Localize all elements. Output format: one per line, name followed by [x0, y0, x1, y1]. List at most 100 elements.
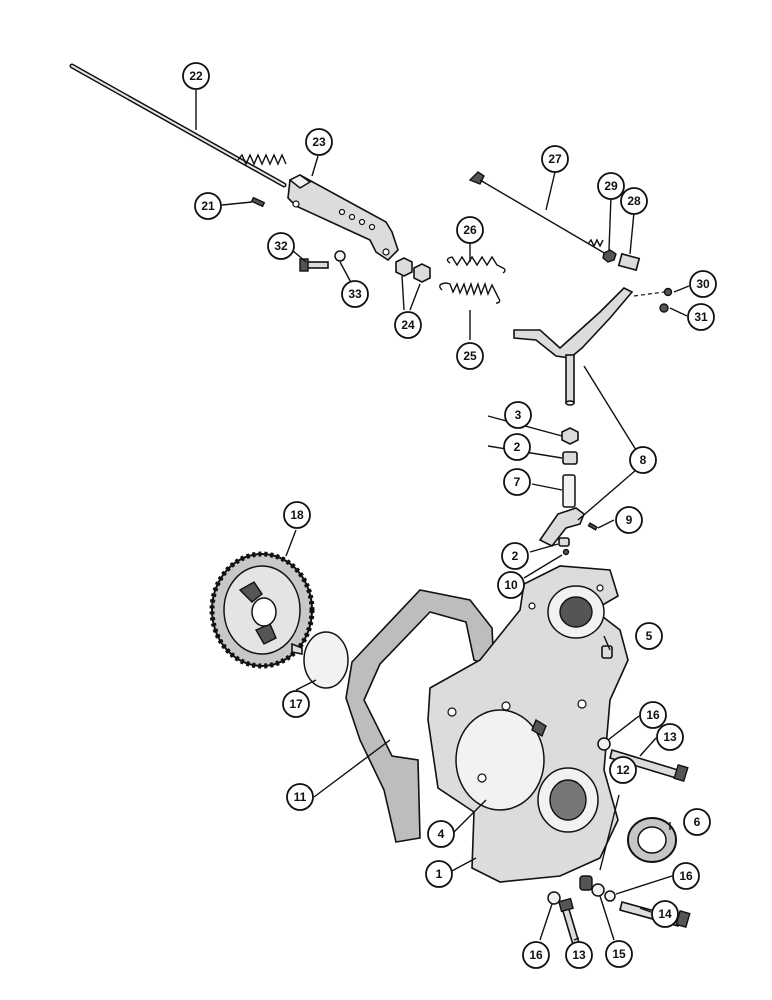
plug-5 [601, 645, 613, 659]
callout-16-lower: 16 [522, 941, 550, 969]
svg-text:26: 26 [463, 223, 477, 237]
svg-text:16: 16 [646, 708, 660, 722]
callout-4: 4 [427, 820, 455, 848]
callout-31: 31 [687, 303, 715, 331]
callout-17: 17 [282, 690, 310, 718]
thrust-plate-17 [291, 631, 349, 689]
pin-9 [587, 522, 598, 531]
svg-text:14: 14 [658, 907, 672, 921]
svg-text:2: 2 [514, 440, 521, 454]
washer-16-upper [597, 737, 611, 751]
callout-25: 25 [456, 342, 484, 370]
callout-2-lower: 2 [501, 542, 529, 570]
timing-cover-housing-1 [427, 565, 629, 883]
callout-10: 10 [497, 571, 525, 599]
spring-26 [446, 255, 506, 274]
lower-arm-8 [538, 507, 585, 548]
clevis-28 [617, 252, 641, 272]
washer-16-right [604, 890, 616, 902]
svg-text:24: 24 [401, 318, 415, 332]
svg-text:16: 16 [679, 869, 693, 883]
callout-22: 22 [182, 62, 210, 90]
ball-10 [562, 548, 570, 556]
sleeve-7 [562, 474, 576, 508]
svg-text:11: 11 [294, 790, 307, 804]
bushing-2-upper [562, 451, 578, 465]
svg-text:5: 5 [646, 629, 653, 643]
svg-text:9: 9 [626, 513, 633, 527]
callout-13-upper: 13 [656, 723, 684, 751]
svg-text:3: 3 [515, 408, 522, 422]
leader-lines [195, 90, 690, 941]
governor-lever [287, 174, 399, 262]
nut-29 [602, 249, 617, 263]
washer-16-lower [547, 891, 561, 905]
callout-3: 3 [504, 401, 532, 429]
svg-text:25: 25 [463, 349, 477, 363]
svg-text:29: 29 [604, 179, 618, 193]
svg-text:13: 13 [572, 948, 586, 962]
svg-text:31: 31 [694, 310, 708, 324]
svg-text:22: 22 [189, 69, 203, 83]
callout-27: 27 [541, 145, 569, 173]
bolt-13-lower [558, 897, 581, 950]
callout-28: 28 [620, 187, 648, 215]
callout-16-upper: 16 [639, 701, 667, 729]
callout-14: 14 [651, 900, 679, 928]
callout-13-lower: 13 [565, 941, 593, 969]
svg-text:18: 18 [290, 508, 304, 522]
svg-text:30: 30 [696, 277, 710, 291]
svg-text:7: 7 [514, 475, 521, 489]
callout-21: 21 [194, 192, 222, 220]
svg-text:21: 21 [201, 199, 215, 213]
callout-26: 26 [456, 216, 484, 244]
callout-23: 23 [305, 128, 333, 156]
ball-30 [663, 287, 673, 297]
callout-24: 24 [394, 311, 422, 339]
callout-33: 33 [341, 280, 369, 308]
svg-text:28: 28 [627, 194, 641, 208]
washer-33 [334, 250, 346, 262]
svg-text:32: 32 [274, 239, 288, 253]
callout-2-upper: 2 [503, 433, 531, 461]
svg-text:23: 23 [312, 135, 326, 149]
svg-text:16: 16 [529, 948, 543, 962]
bushing-2-lower [558, 537, 570, 547]
nuts-24 [395, 257, 431, 283]
timing-gear-18 [209, 551, 315, 669]
oil-seal-6 [627, 817, 677, 863]
callout-6: 6 [683, 808, 711, 836]
svg-text:6: 6 [694, 815, 701, 829]
callout-29: 29 [597, 172, 625, 200]
pin-21 [250, 196, 266, 208]
washer-15 [591, 883, 605, 897]
callout-9: 9 [615, 506, 643, 534]
svg-text:15: 15 [612, 947, 626, 961]
svg-text:17: 17 [289, 697, 303, 711]
svg-text:8: 8 [640, 453, 647, 467]
link-rod [468, 171, 607, 255]
svg-text:10: 10 [504, 578, 518, 592]
callout-18: 18 [283, 501, 311, 529]
svg-text:2: 2 [512, 549, 519, 563]
svg-text:27: 27 [548, 152, 562, 166]
svg-text:4: 4 [438, 827, 445, 841]
callout-12: 12 [609, 756, 637, 784]
callout-11: 11 [286, 783, 314, 811]
svg-text:13: 13 [663, 730, 677, 744]
callout-30: 30 [689, 270, 717, 298]
callout-7: 7 [503, 468, 531, 496]
callout-32: 32 [267, 232, 295, 260]
callout-15: 15 [605, 940, 633, 968]
callout-1: 1 [425, 860, 453, 888]
svg-text:1: 1 [436, 867, 443, 881]
nut-31 [659, 303, 669, 313]
nut-3 [561, 427, 579, 445]
callout-16-right: 16 [672, 862, 700, 890]
gasket-11 [345, 589, 495, 843]
bolt-32 [299, 258, 329, 272]
svg-text:12: 12 [616, 763, 630, 777]
svg-text:33: 33 [348, 287, 362, 301]
callout-5: 5 [635, 622, 663, 650]
